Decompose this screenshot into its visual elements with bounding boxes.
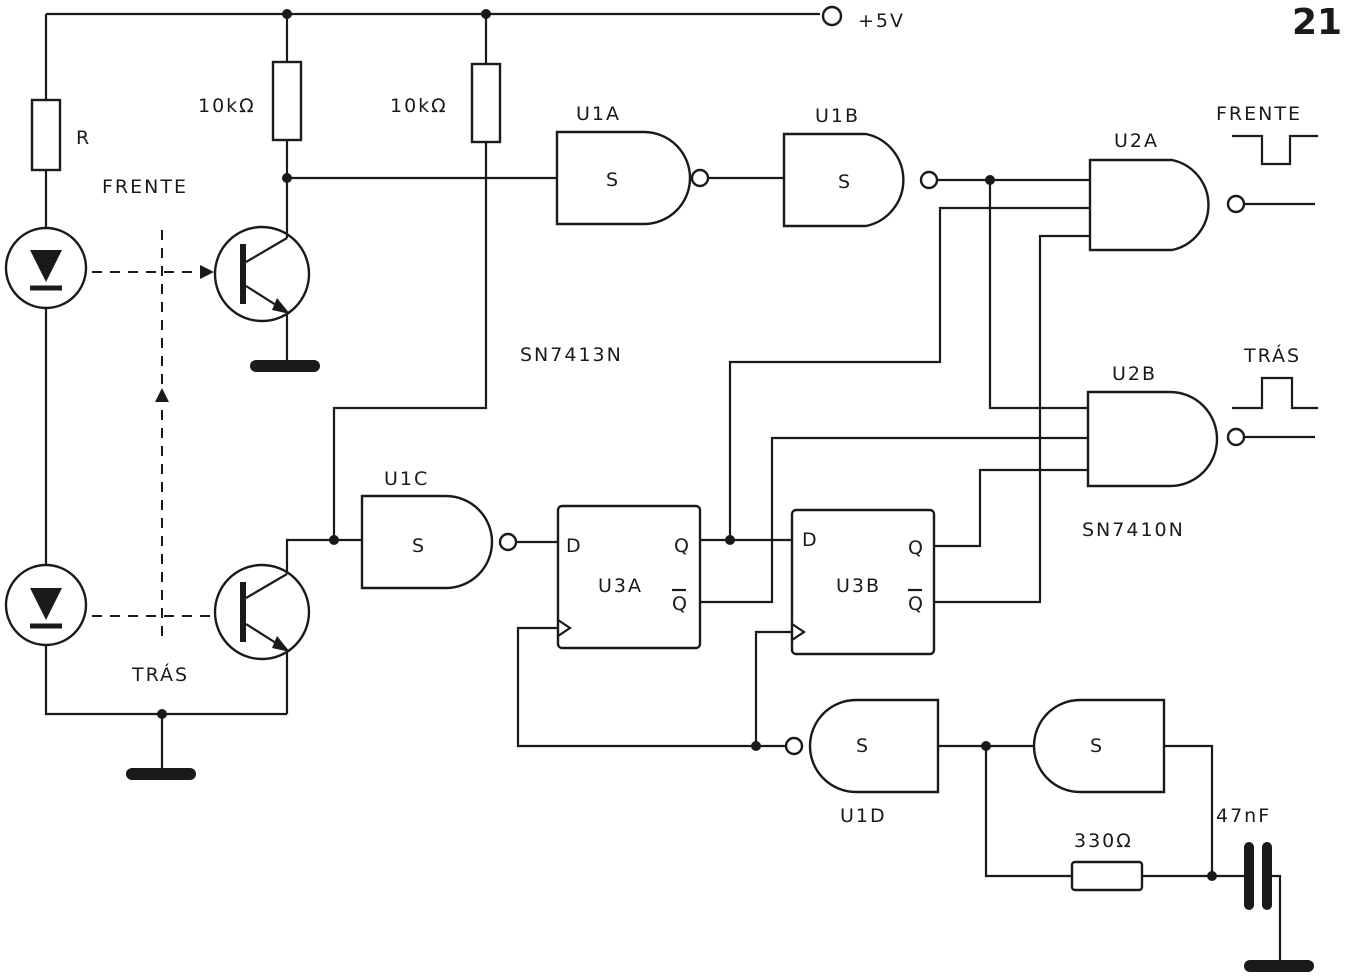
resistor-r-label: R bbox=[76, 127, 91, 149]
flipflop-u3b: D Q Q U3B bbox=[790, 508, 936, 656]
resistor-330-label: 330Ω bbox=[1074, 830, 1133, 852]
u3a-pin-d: D bbox=[566, 535, 581, 557]
gate-buffer-schmitt: S bbox=[1090, 735, 1102, 757]
gate-u1d: S bbox=[784, 698, 1034, 794]
ic2-label: SN7410N bbox=[1082, 519, 1185, 541]
ground-symbol bbox=[126, 768, 196, 780]
u3a-pin-qbar: Q bbox=[672, 593, 687, 615]
gate-u1d-schmitt: S bbox=[856, 735, 868, 757]
resistor-r bbox=[30, 98, 62, 172]
resistor-10k-1 bbox=[271, 60, 303, 142]
output-back-label: TRÁS bbox=[1243, 344, 1301, 367]
gate-u1c: S bbox=[360, 494, 558, 590]
gate-u1a-schmitt: S bbox=[606, 169, 618, 191]
supply-terminal bbox=[821, 5, 843, 27]
resistor-10k-1-label: 10kΩ bbox=[198, 95, 256, 117]
pullup-2 bbox=[329, 14, 502, 545]
u3a-pin-q: Q bbox=[674, 535, 689, 557]
interconnect-wires bbox=[516, 180, 1314, 972]
gate-u1b: S bbox=[782, 132, 1090, 228]
led-back bbox=[4, 563, 88, 647]
gate-u2b-label: U2B bbox=[1112, 363, 1157, 385]
supply-label: +5V bbox=[858, 10, 905, 32]
gate-u1a-label: U1A bbox=[576, 103, 621, 125]
sensor-back-label: TRÁS bbox=[131, 663, 189, 686]
capacitor-plate-2 bbox=[1262, 842, 1272, 910]
resistor-10k-2 bbox=[470, 62, 502, 144]
output-front-label: FRENTE bbox=[1216, 103, 1302, 125]
supply-rail bbox=[46, 5, 843, 27]
capacitor-plate-1 bbox=[1244, 842, 1254, 910]
gate-u1c-schmitt: S bbox=[412, 535, 424, 557]
gate-u2a-label: U2A bbox=[1114, 130, 1159, 152]
output-front-pulse bbox=[1232, 134, 1318, 166]
gate-u1d-label: U1D bbox=[840, 805, 887, 827]
output-back-pulse bbox=[1232, 376, 1318, 410]
ground-symbol-3 bbox=[1244, 960, 1314, 972]
u3a-label: U3A bbox=[598, 575, 643, 597]
led-front bbox=[4, 226, 88, 310]
sensor-column bbox=[30, 14, 287, 780]
capacitor-label: 47nF bbox=[1216, 805, 1271, 827]
gate-u2b bbox=[1086, 376, 1318, 488]
light-paths bbox=[92, 230, 214, 640]
resistor-10k-2-label: 10kΩ bbox=[390, 95, 448, 117]
u3b-pin-d: D bbox=[802, 529, 817, 551]
phototransistor-back bbox=[213, 538, 336, 714]
ic1-label: SN7413N bbox=[520, 344, 623, 366]
u3b-pin-q: Q bbox=[908, 537, 923, 559]
gate-u2a bbox=[1088, 134, 1318, 252]
flipflop-u3a: D Q Q U3A bbox=[556, 504, 702, 650]
gate-u1b-label: U1B bbox=[815, 105, 860, 127]
sensor-front-label: FRENTE bbox=[102, 176, 188, 198]
ground-symbol-2 bbox=[250, 360, 320, 372]
phototransistor-front bbox=[213, 14, 320, 372]
gate-u1c-label: U1C bbox=[384, 468, 429, 490]
resistor-330 bbox=[1070, 860, 1144, 892]
gate-u1a: S bbox=[287, 130, 784, 226]
u3b-pin-qbar: Q bbox=[908, 593, 923, 615]
u3b-label: U3B bbox=[836, 575, 881, 597]
gate-buffer: S bbox=[1032, 698, 1166, 794]
page-number: 21 bbox=[1292, 2, 1342, 43]
gate-u1b-schmitt: S bbox=[838, 171, 850, 193]
